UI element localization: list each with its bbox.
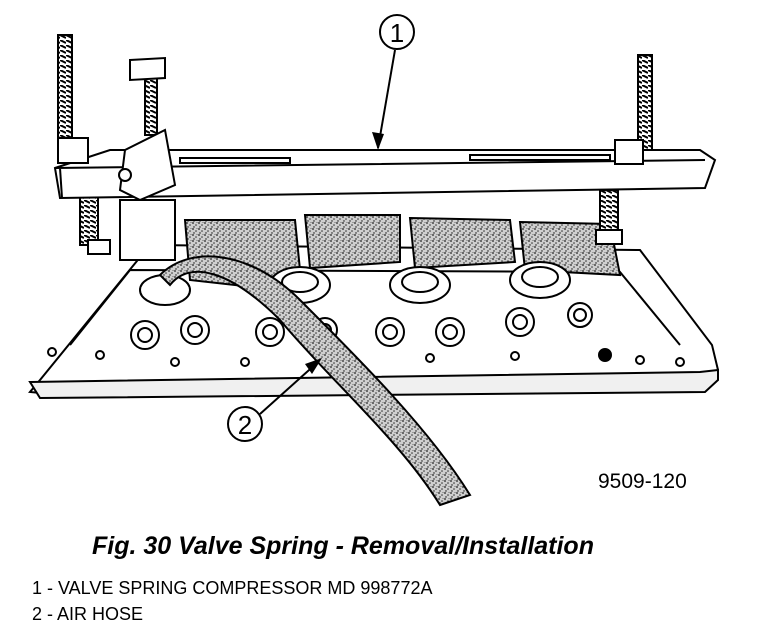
legend: 1 - VALVE SPRING COMPRESSOR MD 998772A 2… <box>32 575 432 627</box>
callout-2-label: 2 <box>238 410 252 440</box>
callout-2: 2 <box>227 358 322 442</box>
figure-id-label: 9509-120 <box>598 470 687 493</box>
legend-item-1: 1 - VALVE SPRING COMPRESSOR MD 998772A <box>32 578 433 598</box>
air-hose <box>158 255 472 507</box>
callout-1: 1 <box>372 14 415 150</box>
legend-item-2: 2 - AIR HOSE <box>32 604 144 624</box>
cylinder-head <box>28 214 720 400</box>
callout-1-label: 1 <box>390 18 404 48</box>
figure-caption: Fig. 30 Valve Spring - Removal/Installat… <box>92 532 594 560</box>
valve-spring-compressor <box>53 56 717 261</box>
threaded-studs <box>57 34 653 246</box>
engine-illustration: 1 2 <box>28 14 720 507</box>
